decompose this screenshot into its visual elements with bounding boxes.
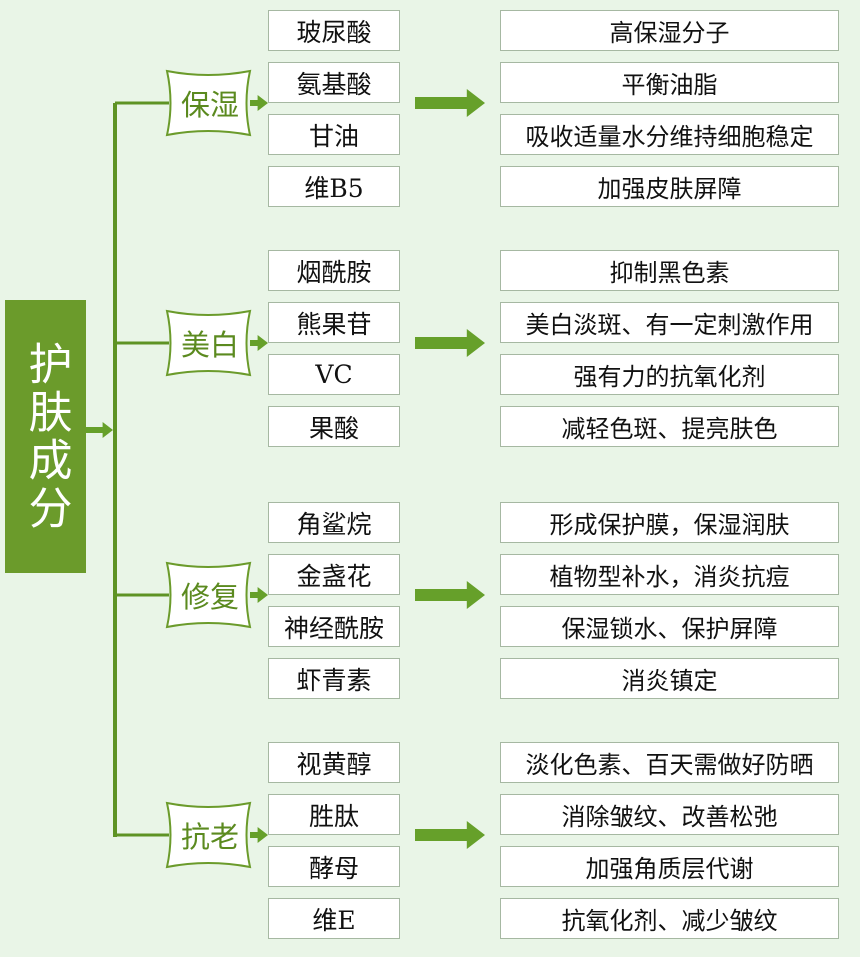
effect-box: 消除皱纹、改善松弛 [500, 794, 839, 835]
ingredient-box: 虾青素 [268, 658, 400, 699]
effect-box: 减轻色斑、提亮肤色 [500, 406, 839, 447]
category-label: 美白 [180, 328, 239, 362]
effect-arrow-icon [415, 821, 485, 849]
category-banner [165, 801, 252, 869]
effect-box: 美白淡斑、有一定刺激作用 [500, 302, 839, 343]
effect-box: 植物型补水，消炎抗痘 [500, 554, 839, 595]
ingredient-box: 维B5 [268, 166, 400, 207]
effect-box: 强有力的抗氧化剂 [500, 354, 839, 395]
category-arrow-icon [250, 587, 268, 603]
ingredient-box: VC [268, 354, 400, 395]
trunk-line [113, 103, 117, 837]
ingredient-box: 视黄醇 [268, 742, 400, 783]
ingredient-box: 氨基酸 [268, 62, 400, 103]
ingredient-box: 胜肽 [268, 794, 400, 835]
category-banner [165, 69, 252, 137]
branch-line [115, 833, 169, 837]
category-0: 保湿 [167, 71, 253, 135]
effect-box: 淡化色素、百天需做好防晒 [500, 742, 839, 783]
effect-arrow-icon [415, 581, 485, 609]
effect-box: 加强角质层代谢 [500, 846, 839, 887]
ingredient-box: 熊果苷 [268, 302, 400, 343]
category-arrow-icon [250, 827, 268, 843]
root-arrow-icon [86, 422, 113, 438]
category-banner [165, 561, 252, 629]
effect-arrow-icon [415, 89, 485, 117]
branch-line [115, 341, 169, 345]
ingredient-box: 甘油 [268, 114, 400, 155]
category-label: 保湿 [180, 88, 239, 122]
ingredient-box: 玻尿酸 [268, 10, 400, 51]
effect-box: 消炎镇定 [500, 658, 839, 699]
category-banner [165, 309, 252, 377]
ingredient-box: 金盏花 [268, 554, 400, 595]
ingredient-box: 烟酰胺 [268, 250, 400, 291]
category-arrow-icon [250, 95, 268, 111]
branch-line [115, 101, 169, 105]
effect-box: 形成保护膜，保湿润肤 [500, 502, 839, 543]
category-arrow-icon [250, 335, 268, 351]
ingredient-box: 维E [268, 898, 400, 939]
effect-arrow-icon [415, 329, 485, 357]
category-label: 抗老 [180, 820, 239, 854]
effect-box: 保湿锁水、保护屏障 [500, 606, 839, 647]
effect-box: 高保湿分子 [500, 10, 839, 51]
category-label: 修复 [180, 580, 239, 614]
effect-box: 抗氧化剂、减少皱纹 [500, 898, 839, 939]
branch-line [115, 593, 169, 597]
category-3: 抗老 [167, 803, 253, 867]
effect-box: 加强皮肤屏障 [500, 166, 839, 207]
category-2: 修复 [167, 563, 253, 627]
effect-box: 抑制黑色素 [500, 250, 839, 291]
ingredient-box: 果酸 [268, 406, 400, 447]
ingredient-box: 酵母 [268, 846, 400, 887]
effect-box: 吸收适量水分维持细胞稳定 [500, 114, 839, 155]
root-node: 护肤成分 [5, 300, 86, 573]
ingredient-box: 神经酰胺 [268, 606, 400, 647]
effect-box: 平衡油脂 [500, 62, 839, 103]
ingredient-box: 角鲨烷 [268, 502, 400, 543]
category-1: 美白 [167, 311, 253, 375]
